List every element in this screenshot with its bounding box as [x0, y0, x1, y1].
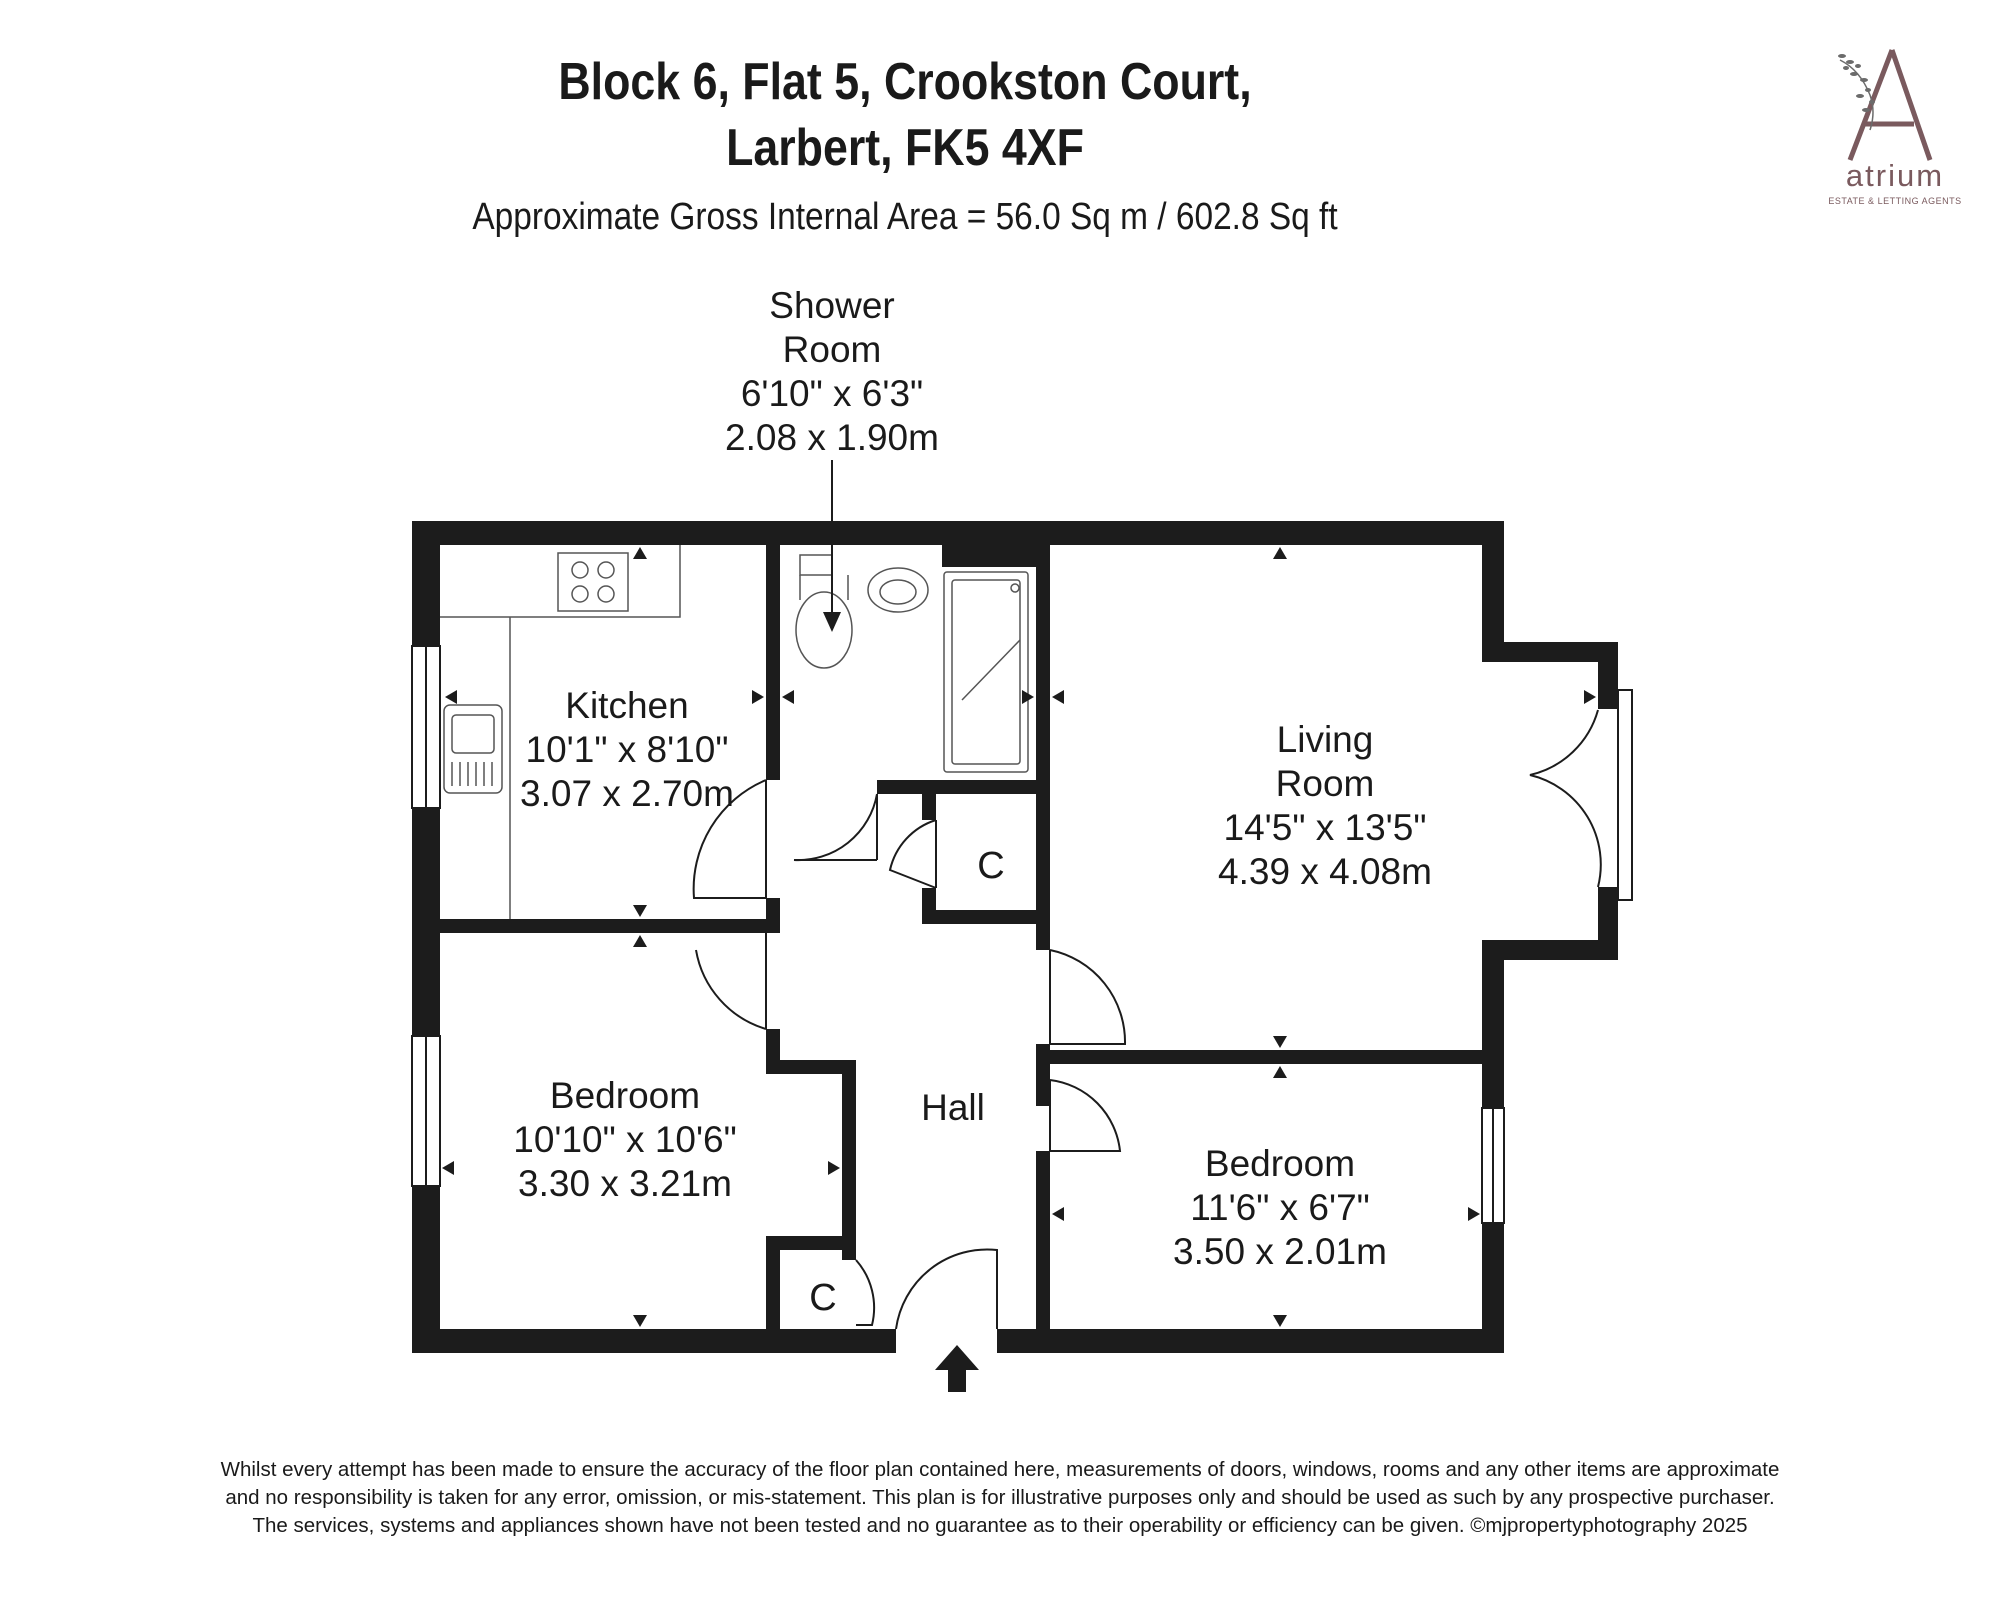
living-room-imperial: 14'5" x 13'5" [1224, 807, 1427, 848]
bedroom-2-metric: 3.50 x 2.01m [1173, 1231, 1387, 1272]
living-door [1049, 949, 1127, 1045]
shower-room-name-2: Room [783, 329, 882, 370]
disclaimer-line-1: Whilst every attempt has been made to en… [220, 1458, 1780, 1481]
bedroom-door [695, 933, 767, 1030]
atrium-logo [1838, 49, 1933, 161]
shower-tray-icon [943, 571, 1029, 773]
bedroom-1-name: Bedroom [550, 1075, 700, 1116]
hall-name: Hall [921, 1087, 985, 1128]
shower-room-imperial: 6'10" x 6'3" [741, 373, 923, 414]
washbasin-icon [867, 567, 929, 613]
cupboard2-door [855, 1259, 876, 1326]
living-room-name-1: Living [1277, 719, 1374, 760]
hob-icon [557, 552, 629, 612]
title-line-1: Block 6, Flat 5, Crookston Court, [558, 53, 1252, 111]
doors [692, 709, 1602, 1330]
shower-door [793, 793, 878, 862]
shower-room-metric: 2.08 x 1.90m [725, 417, 939, 458]
living-room-metric: 4.39 x 4.08m [1218, 851, 1432, 892]
disclaimer: Whilst every attempt has been made to en… [0, 1456, 2000, 1540]
bathroom-fittings [795, 554, 1029, 773]
bedroom-1-imperial: 10'10" x 10'6" [513, 1119, 737, 1160]
kitchen-worktop [440, 545, 681, 919]
kitchen-imperial: 10'1" x 8'10" [526, 729, 729, 770]
entrance-door [895, 1248, 998, 1330]
living-bay-window [1617, 689, 1633, 901]
bedroom-2-name: Bedroom [1205, 1143, 1355, 1184]
gross-internal-area: Approximate Gross Internal Area = 56.0 S… [472, 196, 1338, 238]
cupboard-1-label: C [977, 845, 1004, 887]
dimension-markers [442, 547, 1596, 1327]
kitchen-metric: 3.07 x 2.70m [520, 773, 734, 814]
kitchen-door [692, 779, 767, 899]
bedroom2-door [1049, 1079, 1122, 1152]
walls [412, 521, 1618, 1353]
cupboard-door [888, 819, 937, 889]
logo-word: atrium [1845, 158, 1945, 193]
bedroom-1-metric: 3.30 x 3.21m [518, 1163, 732, 1204]
kitchen-name: Kitchen [565, 685, 688, 726]
bedroom-2-imperial: 11'6" x 6'7" [1190, 1187, 1370, 1228]
living-french-doors [1529, 709, 1602, 888]
living-room-name-2: Room [1276, 763, 1375, 804]
toilet-icon [795, 591, 853, 669]
shower-room-name-1: Shower [769, 285, 894, 326]
logo-tagline: ESTATE & LETTING AGENTS [1828, 196, 1962, 206]
sink-icon [443, 704, 503, 794]
cupboard-2-label: C [809, 1277, 836, 1319]
disclaimer-line-2: and no responsibility is taken for any e… [225, 1486, 1775, 1509]
leaf-icon [1838, 54, 1875, 112]
disclaimer-line-3: The services, systems and appliances sho… [252, 1514, 1748, 1537]
cistern-icon [799, 554, 833, 576]
entrance-arrow-icon [935, 1345, 979, 1392]
shower-room-pointer [823, 460, 841, 632]
title-line-2: Larbert, FK5 4XF [726, 119, 1084, 177]
